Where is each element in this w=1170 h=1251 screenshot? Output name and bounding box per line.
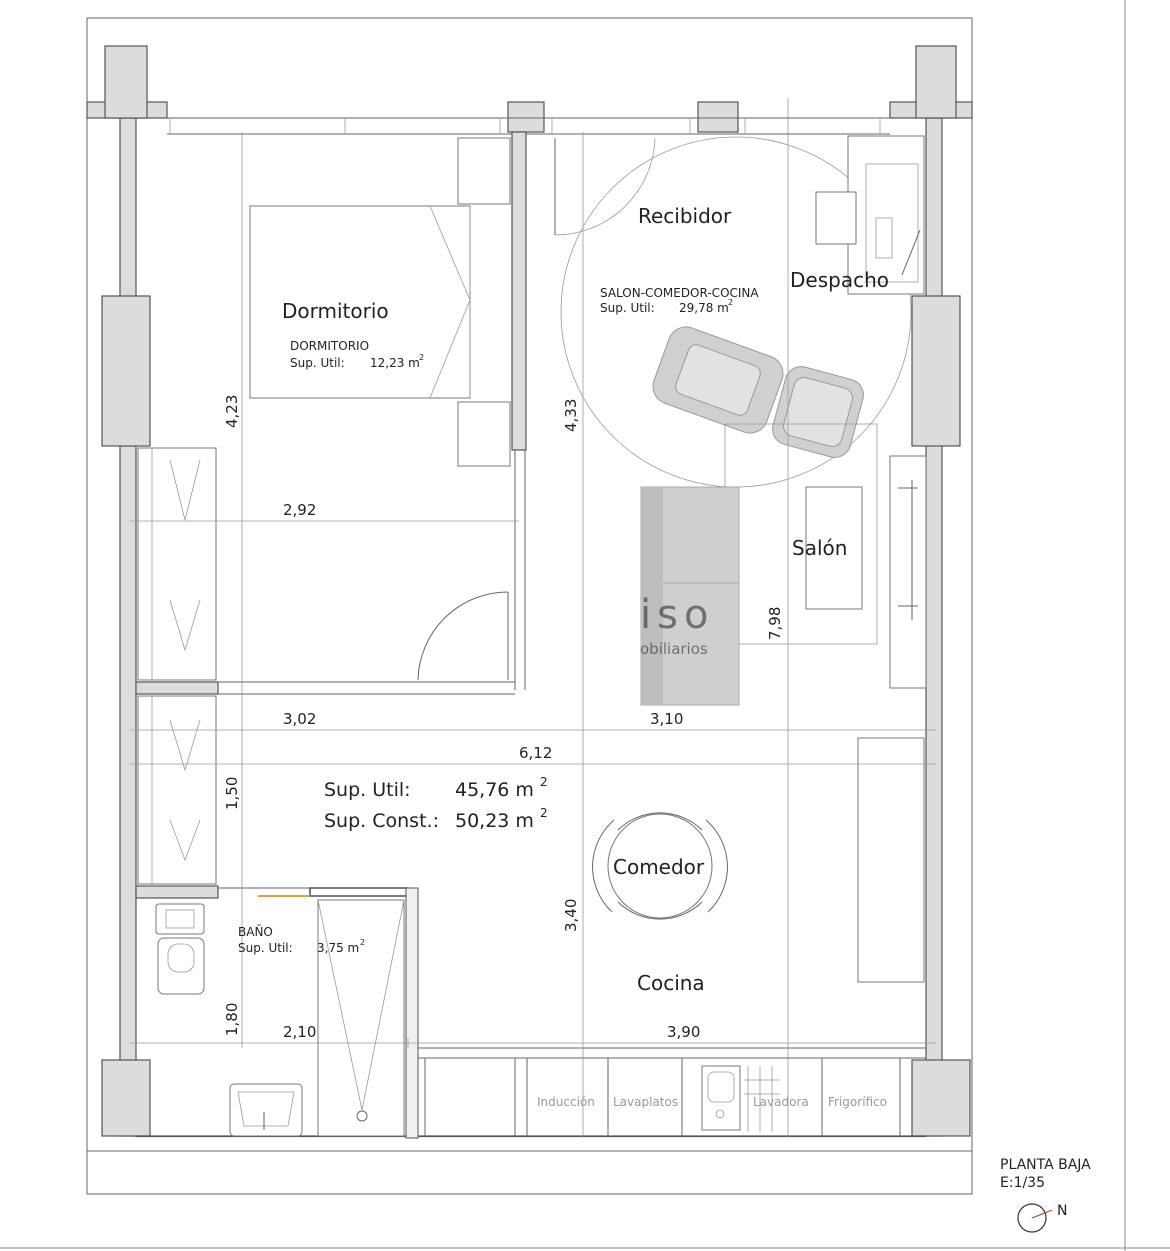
dim-2-10: 2,10: [283, 1023, 316, 1041]
outer-walls: [86, 45, 973, 1138]
dim-4-33: 4,33: [562, 399, 580, 432]
wardrobes: [137, 447, 217, 885]
dim-1-50: 1,50: [223, 777, 241, 810]
total-const-label: Sup. Const.:: [324, 810, 439, 832]
total-util-label: Sup. Util:: [324, 779, 411, 801]
bano-area-exp: 2: [360, 938, 365, 947]
legend-title: PLANTA BAJA: [1000, 1157, 1091, 1173]
room-name-cocina: Cocina: [637, 971, 705, 995]
dim-2-92: 2,92: [283, 501, 316, 519]
drawing-frame: [86, 17, 973, 1195]
bano-sup-label: Sup. Util:: [238, 941, 293, 955]
dormitorio-area: 12,23 m: [370, 356, 420, 370]
salon-comedor-sup-label: Sup. Util:: [600, 301, 655, 315]
appliance-frigorifico: Frigorífico: [828, 1095, 887, 1109]
desk: [815, 135, 925, 295]
dormitorio-label: DORMITORIO: [290, 339, 369, 353]
salon-comedor-area: 29,78 m: [679, 301, 729, 315]
dim-3-02: 3,02: [283, 710, 316, 728]
dim-6-12: 6,12: [519, 744, 552, 762]
appliance-lavadora: Lavadora: [753, 1095, 809, 1109]
dormitorio-area-exp: 2: [419, 353, 424, 362]
dim-1-80: 1,80: [223, 1003, 241, 1036]
dim-3-90: 3,90: [667, 1023, 700, 1041]
bano-label: BAÑO: [238, 924, 273, 939]
room-name-salon: Salón: [792, 536, 847, 560]
dormitorio-sup-label: Sup. Util:: [290, 356, 345, 370]
total-util-value: 45,76 m: [455, 779, 534, 801]
total-const-exp: 2: [540, 806, 548, 820]
north-compass-icon: [1017, 1203, 1047, 1233]
total-util-exp: 2: [540, 775, 548, 789]
legend-scale: E:1/35: [1000, 1175, 1045, 1191]
dim-3-40: 3,40: [562, 899, 580, 932]
total-const-value: 50,23 m: [455, 810, 534, 832]
dim-4-23: 4,23: [223, 395, 241, 428]
dining-table: [592, 812, 728, 920]
top-windows: [167, 117, 890, 135]
north-label: N: [1057, 1203, 1067, 1219]
dim-7-98: 7,98: [766, 607, 784, 640]
kitchen-counter: [857, 737, 925, 983]
living-furniture: [640, 423, 927, 706]
watermark-sub: obiliarios: [640, 640, 708, 658]
room-name-despacho: Despacho: [790, 268, 889, 292]
room-name-recibidor: Recibidor: [638, 204, 732, 228]
bano-area: 3,75 m: [317, 941, 359, 955]
dim-3-10: 3,10: [650, 710, 683, 728]
room-name-dormitorio: Dormitorio: [282, 299, 389, 323]
salon-comedor-label: SALON-COMEDOR-COCINA: [600, 286, 759, 300]
interior-walls: [135, 131, 926, 1139]
dimension-lines: [130, 98, 936, 1138]
bed: [249, 137, 511, 467]
appliance-induccion: Inducción: [537, 1095, 595, 1109]
room-name-comedor: Comedor: [613, 855, 705, 879]
kitchen-appliances: [424, 1058, 901, 1136]
appliance-lavaplatos: Lavaplatos: [613, 1095, 678, 1109]
watermark-main: iso: [640, 592, 714, 638]
armchairs: [652, 326, 864, 458]
salon-comedor-area-exp: 2: [728, 298, 733, 307]
bathroom-fixtures: [155, 899, 405, 1137]
